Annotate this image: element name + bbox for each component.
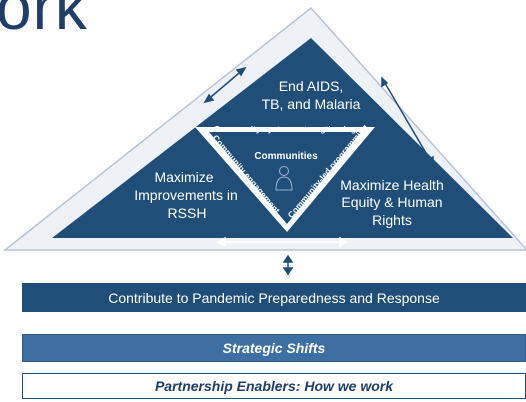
right-goal-line3: Rights <box>372 212 412 228</box>
top-goal-line2: TB, and Malaria <box>262 96 361 112</box>
double-arrow-vertical-icon <box>282 254 294 276</box>
person-icon <box>275 166 293 191</box>
pandemic-preparedness-label: Contribute to Pandemic Preparedness and … <box>108 289 440 306</box>
center-communities-label: Communities <box>254 151 318 162</box>
inner-top-label: Community systems strengthening <box>214 124 356 134</box>
strategic-shifts-bar: Strategic Shifts <box>22 334 526 362</box>
left-goal-line2: Improvements in <box>134 187 237 203</box>
top-goal-line1: End AIDS, <box>279 78 344 94</box>
partnership-enablers-label: Partnership Enablers: How we work <box>154 378 394 394</box>
right-goal-line2: Equity & Human <box>341 194 442 210</box>
right-goal-line1: Maximize Health <box>340 177 443 193</box>
left-goal-line3: RSSH <box>168 205 207 221</box>
left-goal-line1: Maximize <box>154 169 213 185</box>
double-arrow-left-icon <box>203 66 247 104</box>
partial-title: ork <box>0 0 88 43</box>
strategic-shifts-label: Strategic Shifts <box>222 340 326 356</box>
double-arrow-right-icon <box>381 76 434 167</box>
pandemic-preparedness-bar: Contribute to Pandemic Preparedness and … <box>22 283 526 312</box>
double-arrow-bottom-icon <box>216 236 349 248</box>
inner-triangle <box>209 132 361 224</box>
partnership-enablers-bar: Partnership Enablers: How we work <box>22 373 526 399</box>
